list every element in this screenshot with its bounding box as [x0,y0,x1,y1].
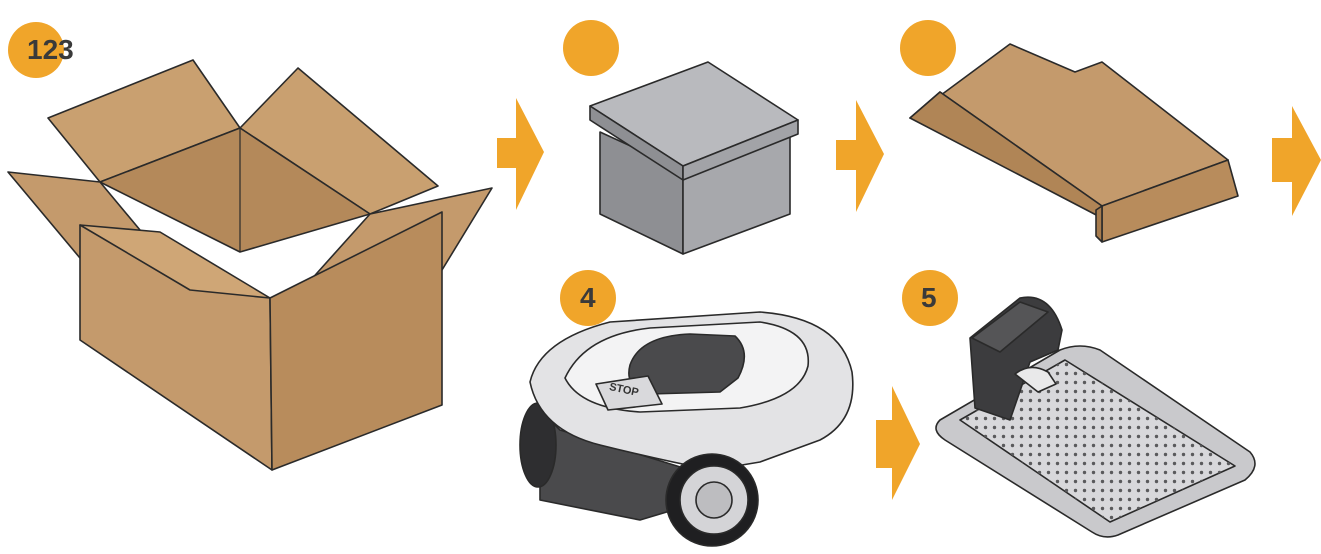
robot-mower-illustration [519,311,854,547]
step-badge [902,270,958,326]
arrow-right-icon [876,386,920,500]
arrow-right-icon [497,98,544,210]
charging-station-illustration [935,296,1256,538]
step-number-1: 1 [27,34,43,65]
arrow-right-icon [1272,106,1321,216]
step-number-2: 2 [42,34,59,65]
step-number-4: 4 [580,282,596,313]
step-badge [900,20,956,76]
step-badge [560,270,616,326]
step-badge [8,22,64,78]
open-cardboard-box [7,59,493,471]
arrow-right-icon [836,100,884,212]
accessory-box-illustration [589,61,799,255]
step-badge [563,20,619,76]
step-numbers-top-left: 123 [27,36,74,64]
step-number-3: 3 [58,34,74,65]
cardboard-cover-illustration [909,43,1239,243]
step-number-5: 5 [921,282,937,313]
